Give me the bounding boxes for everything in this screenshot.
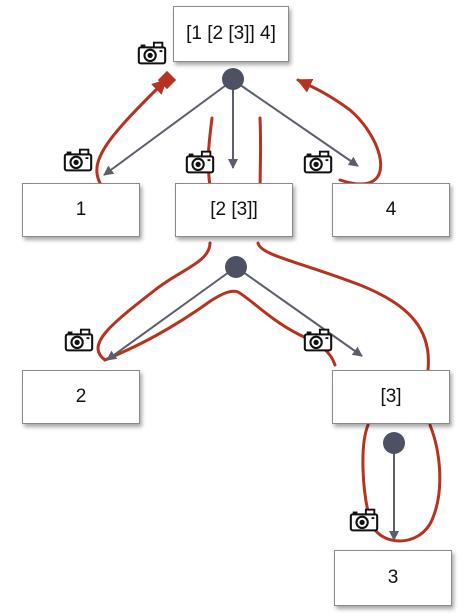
- node-3: 3: [334, 550, 452, 606]
- node-2-3: [2 [3]]: [175, 183, 293, 237]
- camera-icon: [303, 328, 333, 352]
- node-1-label: 1: [75, 199, 87, 220]
- camera-icon: [303, 150, 333, 174]
- camera-icon: [64, 328, 94, 352]
- node-4: 4: [332, 183, 450, 237]
- traversal-2-3-left: [96, 241, 240, 362]
- node-3-label: 3: [387, 567, 399, 588]
- camera-icon: [349, 508, 379, 532]
- edge-root-1: [103, 79, 234, 176]
- camera-icon: [63, 148, 93, 172]
- node-1: 1: [22, 183, 140, 237]
- edge-23-3list: [235, 266, 363, 357]
- traversal-around-3: [361, 423, 442, 543]
- node-3-list-label: [3]: [380, 386, 402, 407]
- branch-dot-3list: [383, 432, 405, 454]
- node-2-label: 2: [75, 386, 87, 407]
- node-2: 2: [22, 370, 140, 424]
- edge-23-2: [106, 266, 237, 361]
- branch-dot-23: [225, 256, 247, 278]
- camera-icon: [137, 41, 167, 65]
- traversal-return-from-1: [95, 78, 168, 185]
- branch-points: [222, 68, 405, 454]
- traversal-mid-to-3: [236, 290, 337, 367]
- camera-icon: [185, 150, 215, 174]
- node-root: [1 [2 [3]] 4]: [173, 6, 289, 62]
- traversal-return-diamond: [157, 70, 177, 90]
- traversal-2-3-right: [256, 241, 430, 372]
- tree-edges: [103, 79, 399, 541]
- node-2-3-label: [2 [3]]: [210, 199, 258, 220]
- branch-dot-root: [222, 68, 244, 90]
- camera-icons: [63, 41, 379, 532]
- edge-root-4: [232, 79, 359, 167]
- node-root-label: [1 [2 [3]] 4]: [186, 23, 276, 44]
- node-4-label: 4: [385, 199, 397, 220]
- node-3-list: [3]: [332, 370, 450, 424]
